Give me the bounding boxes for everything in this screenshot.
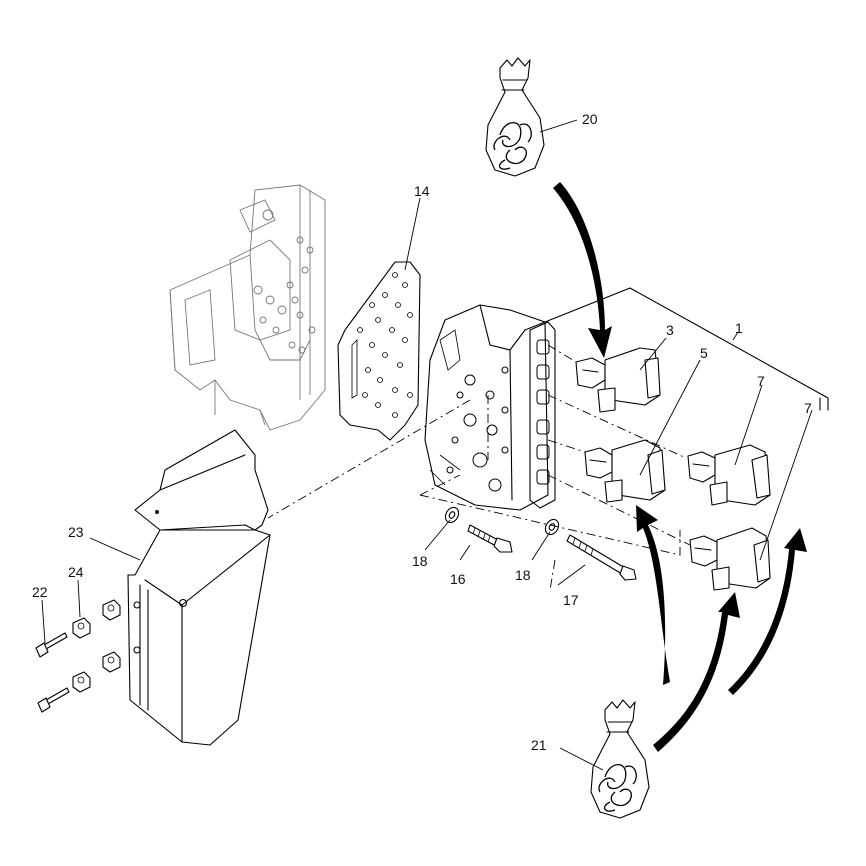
washer <box>444 506 460 524</box>
callout-16: 16 <box>450 571 466 587</box>
callout-7: 7 <box>757 373 765 389</box>
nut <box>72 671 91 693</box>
callout-labels: 1 3 5 7 7 14 16 17 18 18 20 21 22 23 24 <box>32 111 812 753</box>
callout-leaders <box>41 119 813 771</box>
nut <box>72 617 91 639</box>
callout-23: 23 <box>68 524 84 540</box>
callout-7: 7 <box>804 400 812 416</box>
washer <box>544 518 560 536</box>
callout-1: 1 <box>735 320 743 336</box>
callout-22: 22 <box>32 584 48 600</box>
solenoid-7-upper <box>687 444 771 506</box>
callout-17: 17 <box>563 592 579 608</box>
bolt-16 <box>467 524 513 553</box>
arrow-bag-21-to-solenoid-7-upper <box>728 528 807 695</box>
assembly-bracket-outline <box>544 287 829 411</box>
nut <box>102 599 121 621</box>
callout-5: 5 <box>700 345 708 361</box>
nut <box>102 651 121 673</box>
callout-14: 14 <box>414 183 430 199</box>
callout-18: 18 <box>515 567 531 583</box>
solenoid-3 <box>575 347 661 413</box>
bolt-17 <box>566 534 637 581</box>
arrow-bag-21-to-solenoid-7-lower <box>653 592 740 752</box>
arrow-bag-20-to-solenoid-3 <box>553 182 612 358</box>
install-arrows <box>553 182 807 752</box>
assembly-guide-lines <box>267 344 691 591</box>
parts-bag-21 <box>590 699 650 819</box>
valve-body <box>424 304 556 511</box>
bolt-22 <box>37 687 70 713</box>
callout-18: 18 <box>412 553 428 569</box>
callout-21: 21 <box>531 737 547 753</box>
solenoid-5 <box>584 439 666 503</box>
callout-3: 3 <box>666 322 674 338</box>
bolt-22 <box>35 632 68 658</box>
callout-24: 24 <box>68 564 84 580</box>
transmission-housing <box>169 184 326 431</box>
arrow-bag-21-to-solenoid-5 <box>636 505 670 685</box>
callout-20: 20 <box>582 111 598 127</box>
solenoid-7-lower <box>689 527 771 591</box>
parts-bag-20 <box>485 57 545 177</box>
cover-panel <box>127 429 271 746</box>
gasket-plate <box>337 261 421 441</box>
